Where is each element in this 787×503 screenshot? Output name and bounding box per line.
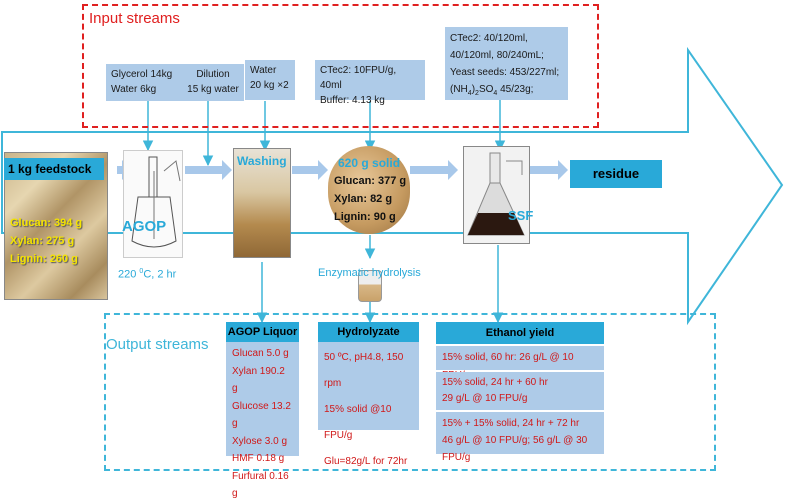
ssf-flask-photo <box>463 146 530 244</box>
hydrolyzate-box: 50 ºC, pH4.8, 150 rpm 15% solid @10 FPU/… <box>318 342 419 467</box>
solid-residue-photo <box>328 146 410 234</box>
hydrolyzate-line: 50 ºC, pH4.8, 150 rpm <box>324 352 404 389</box>
ssf-input-line: 40/120ml, 80/240mL; <box>450 50 544 61</box>
ethanol-row: 15% solid, 24 hr + 60 hr 29 g/L @ 10 FPU… <box>436 372 604 410</box>
glycerol-line: Glycerol 14kg <box>111 69 173 80</box>
hydrolyzate-line: Glu=82g/L for 72hr <box>324 456 408 467</box>
glycerol-input-box: Glycerol 14kg Water 6kg <box>106 64 185 101</box>
ethanol-row: 15% + 15% solid, 24 hr + 72 hr 46 g/L @ … <box>436 412 604 463</box>
ethanol-line: 46 g/L @ 10 FPU/g; 56 g/L @ 30 FPU/g <box>442 435 588 463</box>
water-amount: 20 kg ×2 <box>250 80 289 91</box>
ammonium-sulfate-line: (NH4)2SO4 45/23g; <box>450 84 534 97</box>
ethanol-row: 15% solid, 60 hr: 26 g/L @ 10 FPU/g <box>436 346 604 381</box>
liquor-line: Xylan 190.2 g <box>232 365 285 395</box>
water-input-box: Water 20 kg ×2 <box>245 60 295 100</box>
arrow-ssf-to-residue <box>530 160 568 180</box>
hydrolysis-bottle <box>358 270 382 302</box>
agop-label: AGOP <box>122 218 167 235</box>
liquor-line: Xylose 3.0 g <box>232 435 288 447</box>
liquor-line: HMF 0.18 g <box>232 453 285 464</box>
input-streams-title: Input streams <box>89 10 180 27</box>
ethanol-line: 15% + 15% solid, 24 hr + 72 hr <box>442 418 580 429</box>
feedstock-composition: Glucan: 394 g Xylan: 275 g Lignin: 260 g <box>10 214 82 268</box>
ssf-input-line: Yeast seeds: 453/227ml; <box>450 67 560 78</box>
arrow-washing-to-solid <box>292 160 328 180</box>
ethanol-line: 15% solid, 24 hr + 60 hr <box>442 377 548 388</box>
liquor-line: Glucose 13.2 g <box>232 400 291 430</box>
residue-box: residue <box>570 160 662 188</box>
ctec-line: CTec2: 10FPU/g, 40ml <box>320 65 397 91</box>
hydrolyzate-line: 15% solid @10 FPU/g <box>324 404 392 441</box>
solid-xylan: Xylan: 82 g <box>334 193 393 205</box>
dilution-input-box: Dilution 15 kg water <box>182 64 244 101</box>
agop-reactor-image <box>123 150 183 258</box>
water-label: Water <box>250 65 277 76</box>
washing-photo <box>233 148 291 258</box>
water-line: Water 6kg <box>111 84 157 95</box>
buffer-line: Buffer: 4.13 kg <box>320 95 385 106</box>
ssf-input-box: CTec2: 40/120ml, 40/120ml, 80/240mL; Yea… <box>445 27 568 100</box>
arrow-solid-to-ssf <box>410 160 458 180</box>
dilution-amount: 15 kg water <box>187 84 239 95</box>
dilution-label: Dilution <box>196 69 230 80</box>
ethanol-yield-header: Ethanol yield <box>436 322 604 344</box>
solid-glucan: Glucan: 377 g <box>334 175 407 187</box>
feedstock-title: 1 kg feedstock <box>4 158 104 180</box>
feedstock-glucan: Glucan: 394 g <box>10 217 83 229</box>
washing-label: Washing <box>237 154 287 168</box>
liquor-line: Glucan 5.0 g <box>232 348 289 359</box>
solid-title: 620 g solid <box>338 156 401 170</box>
ethanol-line: 29 g/L @ 10 FPU/g <box>442 393 528 404</box>
reactor-sketch <box>131 156 181 248</box>
output-streams-title: Output streams <box>106 336 209 353</box>
flask-sketch <box>467 152 525 236</box>
agop-liquor-header: AGOP Liquor <box>226 322 299 342</box>
solid-lignin: Lignin: 90 g <box>334 211 396 223</box>
solid-composition: Glucan: 377 g Xylan: 82 g Lignin: 90 g <box>334 172 406 226</box>
feedstock-lignin: Lignin: 260 g <box>10 253 78 265</box>
agop-liquor-box: Glucan 5.0 g Xylan 190.2 g Glucose 13.2 … <box>226 342 299 499</box>
arrow-agop-to-washing <box>185 160 232 180</box>
output-streams-frame <box>104 313 716 471</box>
ctec-hydrolysis-input-box: CTec2: 10FPU/g, 40ml Buffer: 4.13 kg <box>315 60 425 106</box>
feedstock-xylan: Xylan: 275 g <box>10 235 75 247</box>
agop-conditions: 220 0C, 2 hr <box>118 268 177 281</box>
ssf-label: SSF <box>508 208 534 223</box>
ssf-input-line: CTec2: 40/120ml, <box>450 33 528 44</box>
hydrolyzate-header: Hydrolyzate <box>318 322 419 342</box>
liquor-line: Furfural 0.16 g <box>232 470 289 500</box>
enzymatic-hydrolysis-label: Enzymatic hydrolysis <box>318 267 421 279</box>
input-streams-frame <box>82 4 599 128</box>
